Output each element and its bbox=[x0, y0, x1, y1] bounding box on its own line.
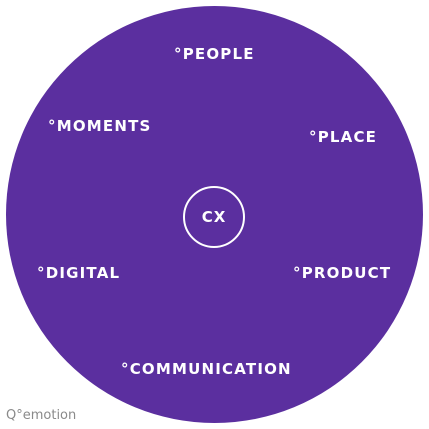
center-ring: CX bbox=[183, 186, 245, 248]
segment-people: °PEOPLE bbox=[174, 45, 255, 63]
segment-moments: °MOMENTS bbox=[48, 117, 152, 135]
segment-communication: °COMMUNICATION bbox=[121, 360, 292, 378]
segment-place: °PLACE bbox=[309, 128, 378, 146]
segment-product: °PRODUCT bbox=[293, 264, 392, 282]
segment-digital: °DIGITAL bbox=[37, 264, 121, 282]
center-label: CX bbox=[201, 208, 227, 226]
brand-logo: Q°emotion bbox=[6, 408, 77, 423]
